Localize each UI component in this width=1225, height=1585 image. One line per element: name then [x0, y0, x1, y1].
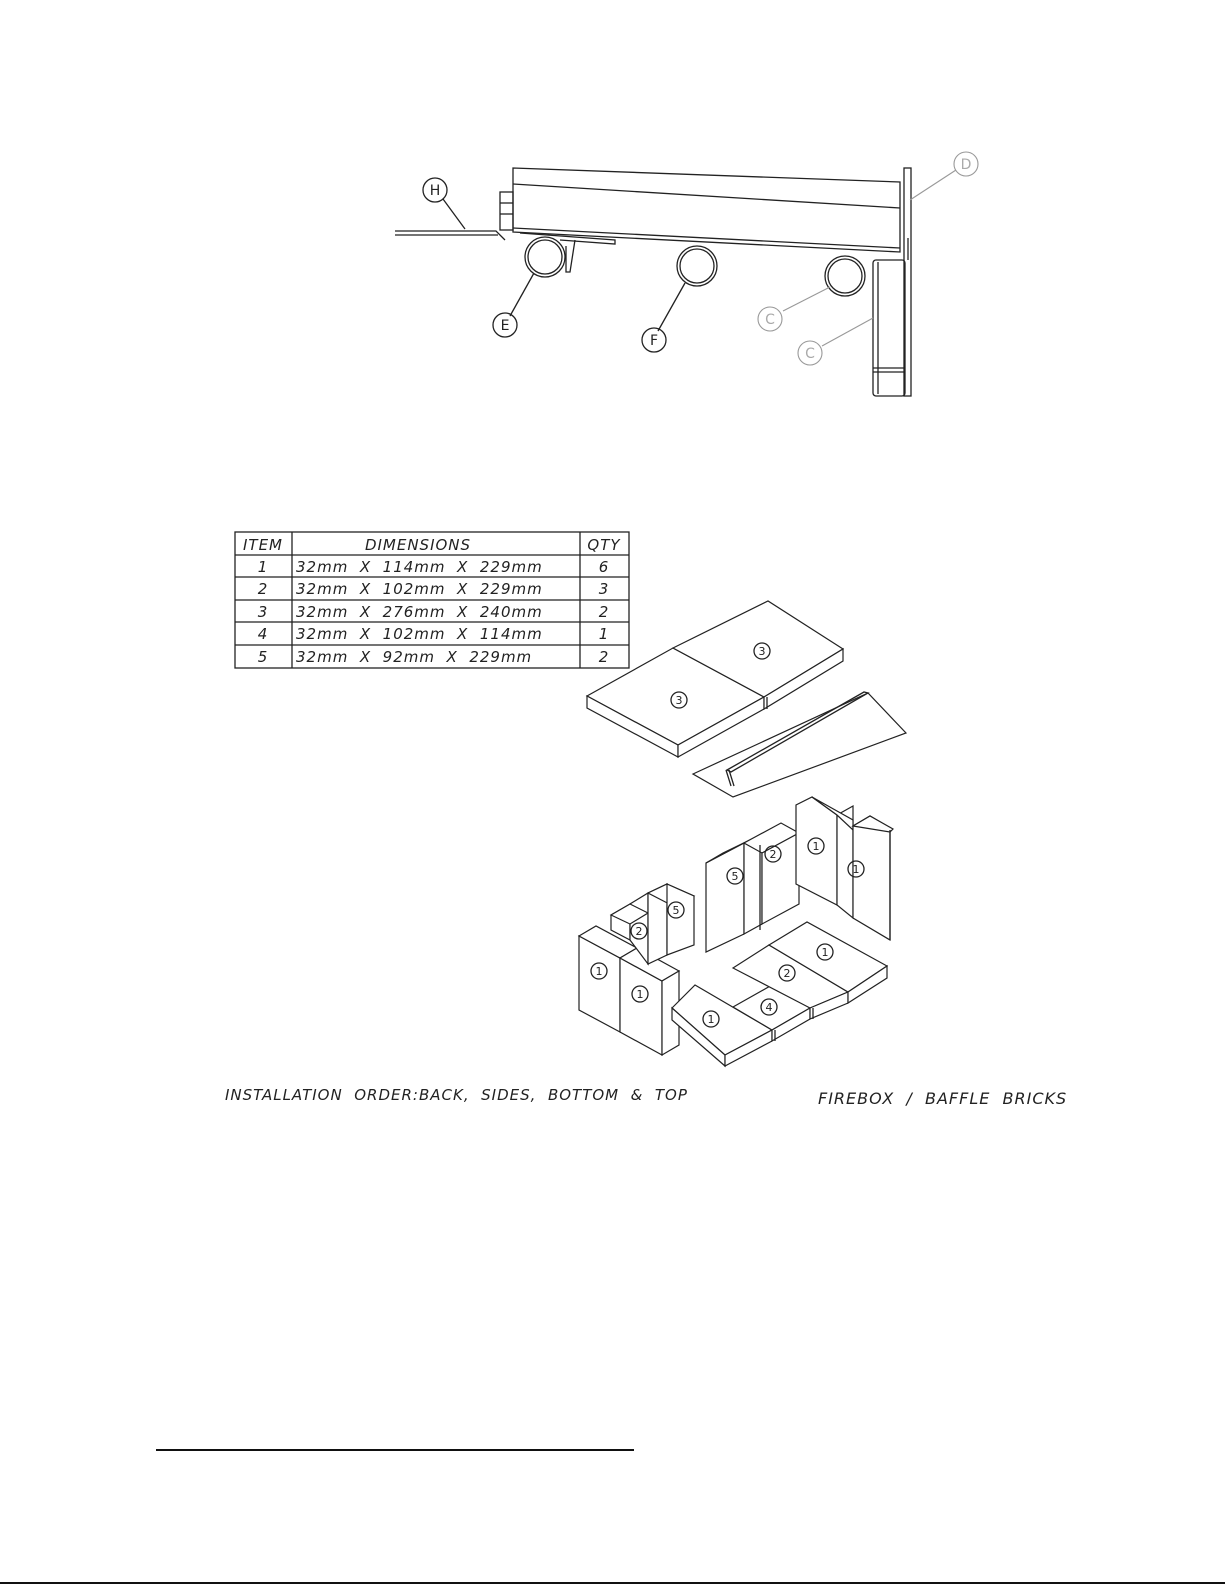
diagram-title: FIREBOX / BAFFLE BRICKS	[818, 1089, 1067, 1108]
svg-text:3: 3	[258, 603, 269, 621]
svg-text:3: 3	[676, 694, 683, 707]
table-row: 4 32mm X 102mm X 114mm 1	[258, 625, 610, 643]
svg-text:E: E	[501, 318, 510, 334]
header-qty: QTY	[587, 536, 621, 554]
tube-e	[525, 237, 565, 277]
svg-text:4: 4	[258, 625, 269, 643]
svg-text:1: 1	[596, 965, 603, 978]
brick-table: ITEM DIMENSIONS QTY 1 32mm X 114mm X 229…	[235, 532, 629, 668]
header-item: ITEM	[243, 536, 283, 554]
svg-text:1: 1	[599, 625, 610, 643]
svg-text:H: H	[430, 183, 441, 199]
tube-c	[825, 256, 865, 296]
svg-text:32mm X 102mm X 229mm: 32mm X 102mm X 229mm	[296, 580, 543, 598]
svg-text:F: F	[650, 333, 658, 349]
svg-text:6: 6	[599, 558, 610, 576]
callout-e: E	[493, 313, 517, 337]
svg-text:3: 3	[759, 645, 766, 658]
svg-text:C: C	[805, 346, 815, 362]
callout-d: D	[954, 152, 978, 176]
svg-text:2: 2	[599, 603, 610, 621]
svg-text:3: 3	[599, 580, 610, 598]
callout-f: F	[642, 328, 666, 352]
svg-text:32mm X 276mm X 240mm: 32mm X 276mm X 240mm	[296, 603, 543, 621]
svg-text:32mm X 114mm X 229mm: 32mm X 114mm X 229mm	[296, 558, 543, 576]
table-row: 5 32mm X 92mm X 229mm 2	[258, 648, 610, 666]
svg-text:2: 2	[258, 580, 269, 598]
svg-text:1: 1	[637, 988, 644, 1001]
top-section-view: H D E F C C	[395, 152, 978, 396]
svg-text:32mm X 92mm X 229mm: 32mm X 92mm X 229mm	[296, 648, 532, 666]
svg-text:2: 2	[599, 648, 610, 666]
svg-text:2: 2	[636, 925, 643, 938]
floor-bricks	[672, 922, 887, 1066]
table-row: 1 32mm X 114mm X 229mm 6	[258, 558, 610, 576]
callout-c-brick: C	[798, 341, 822, 365]
svg-text:1: 1	[822, 946, 829, 959]
svg-text:4: 4	[766, 1001, 773, 1014]
shield-bracket	[500, 192, 513, 230]
svg-text:1: 1	[258, 558, 269, 576]
tube-f	[677, 246, 717, 286]
svg-text:2: 2	[784, 967, 791, 980]
baffle-board	[513, 168, 900, 252]
svg-text:1: 1	[708, 1013, 715, 1026]
table-row: 3 32mm X 276mm X 240mm 2	[258, 603, 610, 621]
callout-c-tube: C	[758, 307, 782, 331]
svg-text:C: C	[765, 312, 775, 328]
svg-text:5: 5	[673, 904, 680, 917]
svg-text:5: 5	[732, 870, 739, 883]
right-wall	[796, 797, 893, 940]
back-wall	[706, 823, 799, 952]
svg-text:D: D	[961, 157, 972, 173]
installation-order-caption: INSTALLATION ORDER:BACK, SIDES, BOTTOM &…	[225, 1086, 688, 1104]
svg-text:5: 5	[258, 648, 269, 666]
exploded-view: 3 3 1 1 2 5 5 2 1 1 1 4 2 1	[579, 601, 906, 1066]
table-row: 2 32mm X 102mm X 229mm 3	[258, 580, 610, 598]
callout-h: H	[423, 178, 447, 202]
header-dimensions: DIMENSIONS	[365, 536, 471, 554]
svg-text:32mm X 102mm X 114mm: 32mm X 102mm X 114mm	[296, 625, 543, 643]
svg-text:2: 2	[770, 848, 777, 861]
svg-text:1: 1	[813, 840, 820, 853]
svg-text:1: 1	[853, 863, 860, 876]
